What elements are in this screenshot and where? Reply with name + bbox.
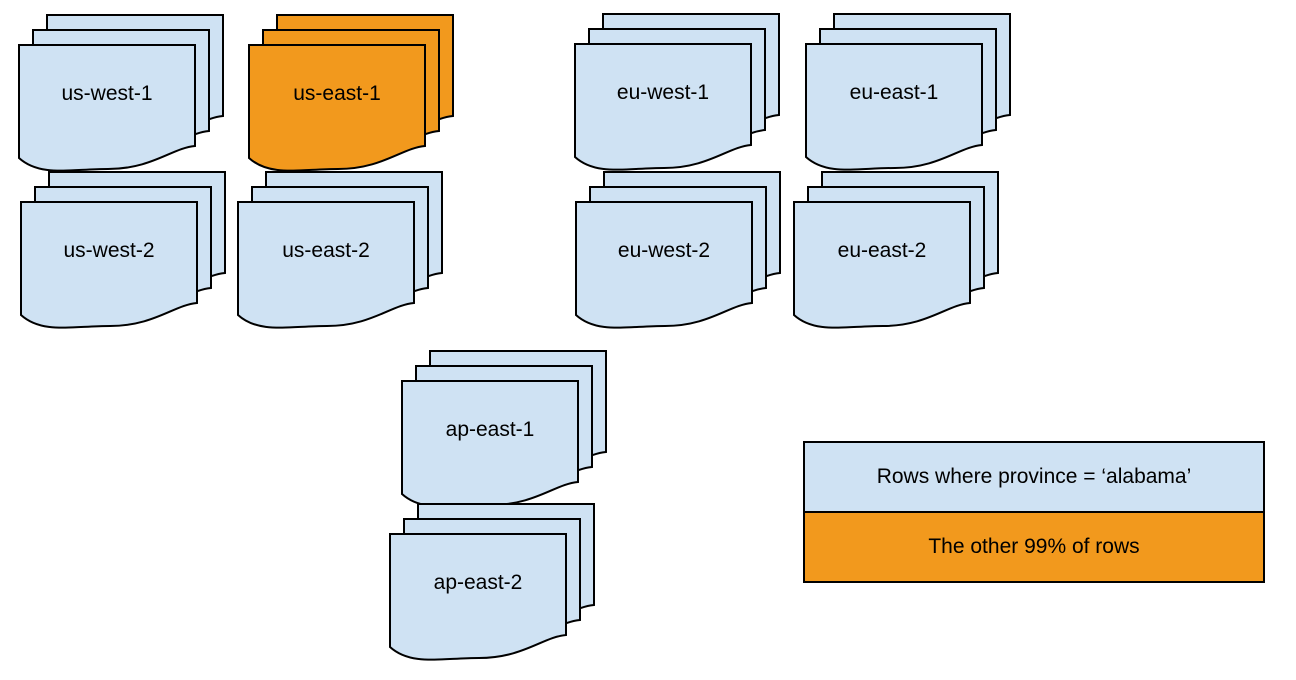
document-sheet-front bbox=[401, 380, 579, 508]
region-stack-us-east-2: us-east-2 bbox=[237, 171, 443, 331]
region-stack-eu-west-2: eu-west-2 bbox=[575, 171, 781, 331]
document-sheet-front bbox=[805, 43, 983, 171]
document-stack-icon bbox=[793, 171, 999, 329]
legend-item-alabama-rows: Rows where province = ‘alabama’ bbox=[805, 443, 1263, 511]
document-sheet-front bbox=[574, 43, 752, 171]
document-sheet-front bbox=[20, 201, 198, 329]
legend-item-other-rows: The other 99% of rows bbox=[805, 511, 1263, 581]
document-sheet-front bbox=[575, 201, 753, 329]
document-stack-icon bbox=[575, 171, 781, 329]
region-stack-eu-east-1: eu-east-1 bbox=[805, 13, 1011, 173]
region-stack-eu-west-1: eu-west-1 bbox=[574, 13, 780, 173]
document-sheet-front bbox=[248, 44, 426, 172]
document-stack-icon bbox=[20, 171, 226, 329]
document-stack-icon bbox=[401, 350, 607, 508]
region-stack-ap-east-1: ap-east-1 bbox=[401, 350, 607, 510]
document-sheet-front bbox=[237, 201, 415, 329]
region-stack-eu-east-2: eu-east-2 bbox=[793, 171, 999, 331]
document-stack-icon bbox=[389, 503, 595, 661]
document-sheet-front bbox=[389, 533, 567, 661]
legend-item-label: The other 99% of rows bbox=[928, 535, 1140, 558]
region-stack-us-east-1: us-east-1 bbox=[248, 14, 454, 174]
document-sheet-front bbox=[793, 201, 971, 329]
document-stack-icon bbox=[18, 14, 224, 172]
document-stack-icon bbox=[237, 171, 443, 329]
document-stack-icon bbox=[805, 13, 1011, 171]
region-stack-ap-east-2: ap-east-2 bbox=[389, 503, 595, 663]
document-stack-icon bbox=[248, 14, 454, 172]
region-stack-us-west-1: us-west-1 bbox=[18, 14, 224, 174]
document-sheet-front bbox=[18, 44, 196, 172]
legend-item-label: Rows where province = ‘alabama’ bbox=[876, 465, 1192, 488]
document-stack-icon bbox=[574, 13, 780, 171]
region-stack-us-west-2: us-west-2 bbox=[20, 171, 226, 331]
legend: Rows where province = ‘alabama’ The othe… bbox=[803, 441, 1265, 583]
